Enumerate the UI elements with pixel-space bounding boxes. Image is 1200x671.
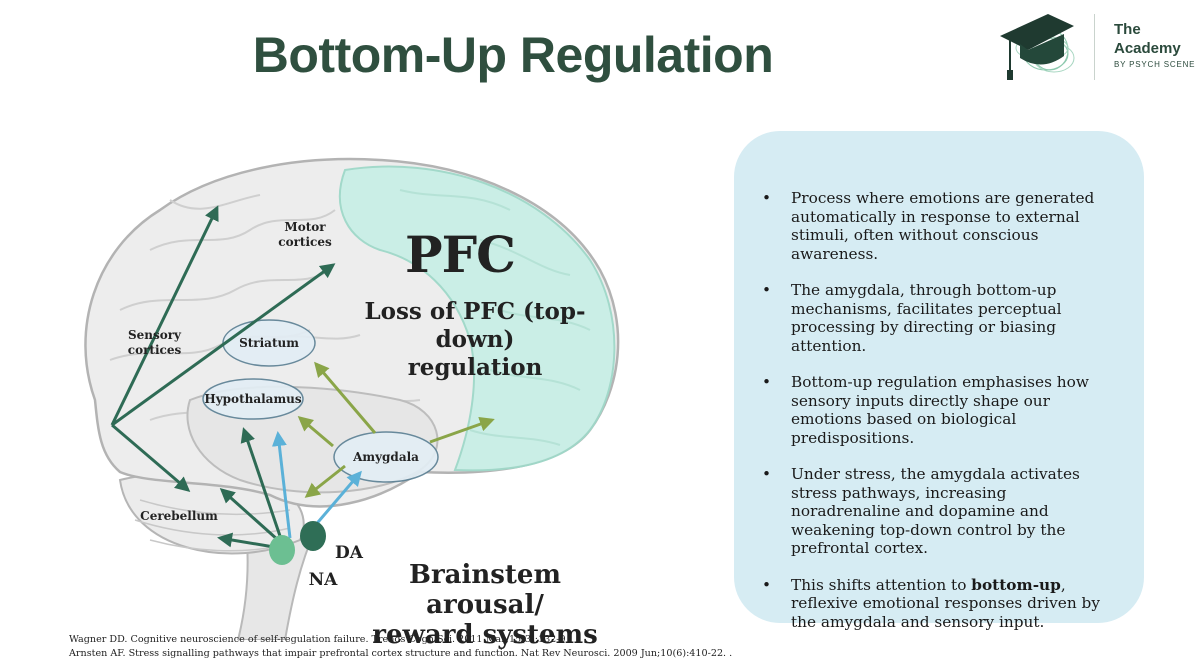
bullet-item: This shifts attention to bottom-up, refl… xyxy=(762,576,1114,632)
sensory-cortices-label: Sensory cortices xyxy=(127,328,182,357)
reference-item: Wagner DD. Cognitive neuroscience of sel… xyxy=(69,634,566,645)
logo-tagline: BY PSYCH SCENE xyxy=(1114,60,1196,69)
logo-name: The Academy xyxy=(1114,21,1181,57)
logo-divider xyxy=(1094,14,1095,80)
amygdala-arrow-to-brainstem xyxy=(304,464,346,498)
bullet-item: Process where emotions are generated aut… xyxy=(762,189,1114,263)
na-arrow-to-hypothalamus xyxy=(240,427,282,537)
arrow-to-cerebellum xyxy=(111,423,191,492)
bullet-text: , reflexive emotional responses driven b… xyxy=(791,575,1100,631)
amygdala-arrow-to-striatum xyxy=(314,361,377,434)
da-nucleus xyxy=(300,521,326,551)
motor-cortices-label: Motor cortices xyxy=(278,220,332,249)
bullet-bold-term: bottom-up xyxy=(971,575,1061,594)
slide-title: Bottom-Up Regulation xyxy=(252,27,774,83)
references: Wagner DD. Cognitive neuroscience of sel… xyxy=(69,633,732,661)
pfc-label: PFC xyxy=(405,225,516,284)
na-arrow-to-pons xyxy=(219,488,279,542)
amygdala-arrow-to-hypothalamus xyxy=(297,416,334,448)
amygdala-region xyxy=(333,431,439,483)
loss-of-pfc-regulation-label: Loss of PFC (top-down) regulation xyxy=(364,298,586,381)
amygdala-arrow-to-pfc xyxy=(429,416,495,444)
reference-item: Arnsten AF. Stress signalling pathways t… xyxy=(69,648,733,659)
graduation-cap-icon xyxy=(1000,14,1075,80)
academy-logo xyxy=(998,10,1198,90)
striatum-label: Striatum xyxy=(239,336,299,350)
arrow-to-motor-cortex-1 xyxy=(110,205,219,426)
hypothalamus-label: Hypothalamus xyxy=(204,392,302,406)
bullet-text: This shifts attention to xyxy=(791,575,972,594)
cerebellum-label: Cerebellum xyxy=(140,509,218,523)
bullet-item: The amygdala, through bottom-up mechanis… xyxy=(762,281,1114,355)
na-label: NA xyxy=(308,570,338,590)
brain-diagram: Motor cortices Sensory cortices Striatum… xyxy=(0,100,720,650)
na-nucleus xyxy=(269,535,295,565)
da-label: DA xyxy=(335,543,363,563)
bullet-item: Under stress, the amygdala activates str… xyxy=(762,465,1114,558)
da-arrow-to-amygdala xyxy=(311,470,362,529)
bullet-list: Process where emotions are generated aut… xyxy=(734,131,1144,631)
bullet-item: Bottom-up regulation emphasises how sens… xyxy=(762,373,1114,447)
pfc-region xyxy=(339,165,616,472)
info-panel: Process where emotions are generated aut… xyxy=(734,131,1144,631)
arrow-to-motor-cortex-2 xyxy=(111,263,336,427)
da-arrow-to-hypothalamus xyxy=(271,431,292,539)
brainstem-arousal-label: Brainstem arousal/ reward systems xyxy=(372,560,598,650)
amygdala-label: Amygdala xyxy=(353,450,419,464)
hypothalamus-region xyxy=(202,378,304,420)
